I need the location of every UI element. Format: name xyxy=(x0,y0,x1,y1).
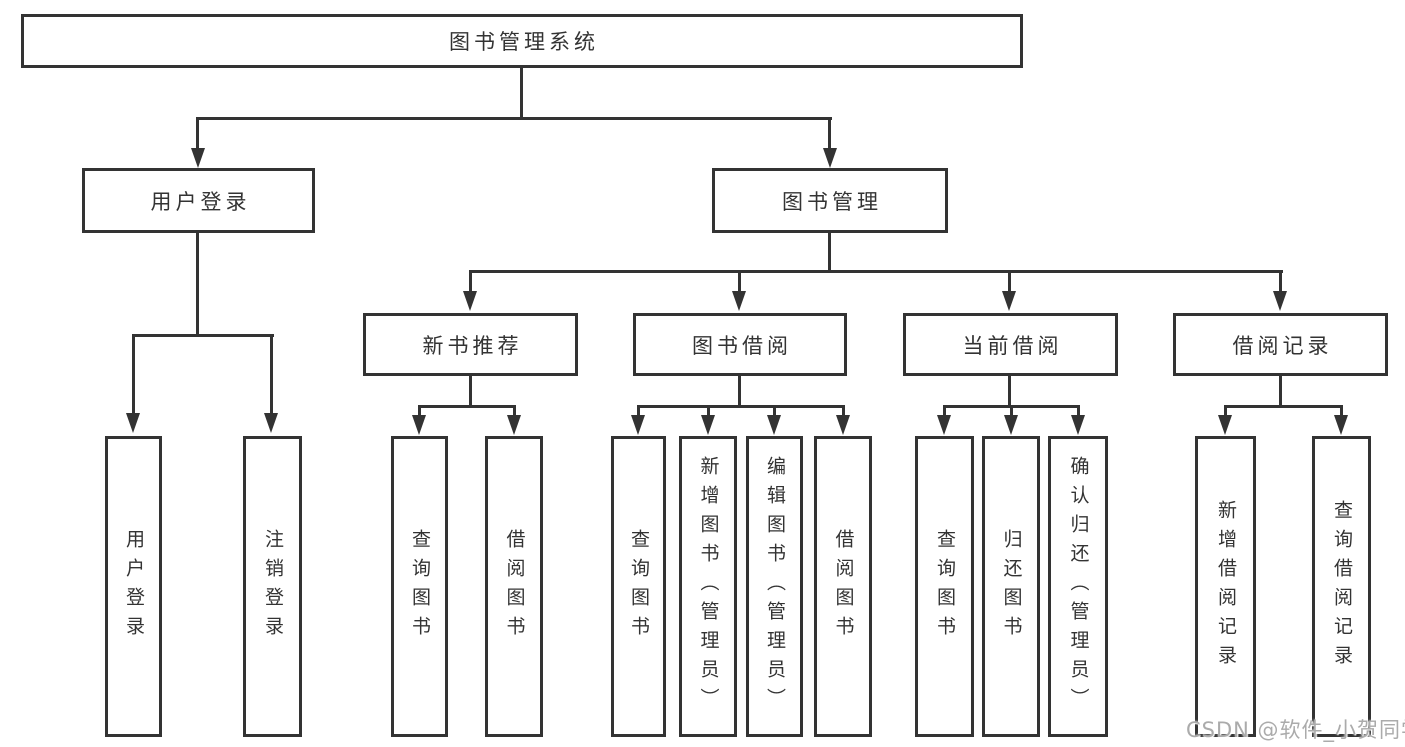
node-new-book-recommend-label: 新书推荐 xyxy=(422,333,523,358)
connector-to-user-login xyxy=(196,117,199,150)
node-root-library-system: 图书管理系统 xyxy=(21,14,1023,68)
arrowhead-borrowing-records xyxy=(1273,291,1287,311)
node-book-borrowing-label: 图书借阅 xyxy=(692,333,792,358)
node-borrowing-records-label: 借阅记录 xyxy=(1232,333,1333,358)
leaf-borrow-books-recommend: 借阅图书 xyxy=(485,436,543,737)
arrowhead-leaf xyxy=(1218,415,1232,435)
connector-to-book-borrowing xyxy=(738,270,741,293)
arrowhead-user-login xyxy=(191,148,205,168)
connector-book-management-stem xyxy=(828,233,831,273)
node-user-login-module: 用户登录 xyxy=(82,168,315,233)
connector-new-book-hline xyxy=(418,405,516,408)
arrowhead-leaf xyxy=(937,415,951,435)
arrowhead-leaf xyxy=(701,415,715,435)
leaf-confirm-return-admin-label: 确认归还（管理员） xyxy=(1067,456,1090,717)
leaf-query-borrow-record: 查询借阅记录 xyxy=(1312,436,1371,737)
node-user-login-label: 用户登录 xyxy=(150,189,251,214)
arrowhead-leaf xyxy=(631,415,645,435)
leaf-add-books-admin: 新增图书（管理员） xyxy=(679,436,737,737)
leaf-borrow-books-borrowing: 借阅图书 xyxy=(814,436,872,737)
arrowhead-new-book xyxy=(463,291,477,311)
connector-leaf xyxy=(773,405,776,418)
connector-to-current-borrowing xyxy=(1008,270,1011,293)
connector-book-borrowing-stem xyxy=(738,376,741,408)
arrowhead-leaf xyxy=(1071,415,1085,435)
connector-to-borrowing-records xyxy=(1279,270,1282,293)
leaf-logout-label: 注销登录 xyxy=(262,528,284,645)
arrowhead-leaf xyxy=(412,415,426,435)
node-new-book-recommend: 新书推荐 xyxy=(363,313,578,376)
arrowhead-book-borrowing xyxy=(732,291,746,311)
leaf-edit-books-admin-label: 编辑图书（管理员） xyxy=(764,456,786,717)
leaf-query-books-current-label: 查询图书 xyxy=(934,528,956,645)
leaf-query-books-recommend-label: 查询图书 xyxy=(409,528,431,645)
leaf-add-borrow-record-label: 新增借阅记录 xyxy=(1215,499,1237,674)
arrowhead-book-management xyxy=(823,148,837,168)
connector-user-login-stem xyxy=(196,233,199,336)
connector-new-book-stem xyxy=(469,376,472,408)
connector-book-borrowing-hline xyxy=(637,405,845,408)
leaf-query-books-borrowing-label: 查询图书 xyxy=(628,528,650,645)
connector-borrowing-records-stem xyxy=(1279,376,1282,408)
leaf-confirm-return-admin: 确认归还（管理员） xyxy=(1048,436,1108,737)
leaf-borrow-books-recommend-label: 借阅图书 xyxy=(503,528,526,645)
leaf-borrow-books-borrowing-label: 借阅图书 xyxy=(832,528,855,645)
arrowhead-leaf xyxy=(836,415,850,435)
arrowhead-leaf xyxy=(507,415,521,435)
arrowhead-leaf-logout xyxy=(264,413,278,433)
leaf-logout: 注销登录 xyxy=(243,436,302,737)
arrowhead-leaf xyxy=(1004,415,1018,435)
leaf-edit-books-admin: 编辑图书（管理员） xyxy=(746,436,803,737)
leaf-user-login: 用户登录 xyxy=(105,436,162,737)
arrowhead-leaf xyxy=(767,415,781,435)
leaf-user-login-label: 用户登录 xyxy=(123,528,145,645)
arrowhead-current-borrowing xyxy=(1002,291,1016,311)
connector-root-stem xyxy=(520,68,523,118)
connector-level2-hline xyxy=(196,117,832,120)
connector-borrowing-records-hline xyxy=(1224,405,1343,408)
connector-leaf xyxy=(513,405,516,418)
connector-leaf xyxy=(637,405,640,418)
connector-to-new-book xyxy=(469,270,472,293)
leaf-query-books-borrowing: 查询图书 xyxy=(611,436,666,737)
connector-to-book-management xyxy=(828,117,831,150)
connector-to-leaf-logout xyxy=(270,334,273,415)
connector-leaf xyxy=(842,405,845,418)
arrowhead-leaf-user-login xyxy=(126,413,140,433)
leaf-query-borrow-record-label: 查询借阅记录 xyxy=(1331,499,1353,674)
connector-to-leaf-user-login xyxy=(132,334,135,415)
leaf-add-borrow-record: 新增借阅记录 xyxy=(1195,436,1256,737)
connector-user-login-hline xyxy=(132,334,274,337)
connector-leaf xyxy=(1010,405,1013,418)
leaf-return-books: 归还图书 xyxy=(982,436,1040,737)
leaf-query-books-recommend: 查询图书 xyxy=(391,436,448,737)
connector-leaf xyxy=(943,405,946,418)
node-borrowing-records: 借阅记录 xyxy=(1173,313,1388,376)
node-root-label: 图书管理系统 xyxy=(449,30,599,54)
connector-current-borrowing-stem xyxy=(1008,376,1011,408)
arrowhead-leaf xyxy=(1334,415,1348,435)
leaf-add-books-admin-label: 新增图书（管理员） xyxy=(697,456,720,717)
connector-leaf xyxy=(707,405,710,418)
leaf-query-books-current: 查询图书 xyxy=(915,436,974,737)
node-book-management-label: 图书管理 xyxy=(782,189,882,214)
node-book-borrowing: 图书借阅 xyxy=(633,313,847,376)
watermark: CSDN @软件_小贺同学 xyxy=(1186,718,1405,742)
node-book-management-module: 图书管理 xyxy=(712,168,948,233)
node-current-borrowing-label: 当前借阅 xyxy=(962,333,1063,358)
connector-leaf xyxy=(1224,405,1227,418)
node-current-borrowing: 当前借阅 xyxy=(903,313,1118,376)
connector-leaf xyxy=(1340,405,1343,418)
connector-leaf xyxy=(1077,405,1080,418)
connector-level3-hline xyxy=(469,270,1283,273)
connector-leaf xyxy=(418,405,421,418)
leaf-return-books-label: 归还图书 xyxy=(1000,528,1023,645)
